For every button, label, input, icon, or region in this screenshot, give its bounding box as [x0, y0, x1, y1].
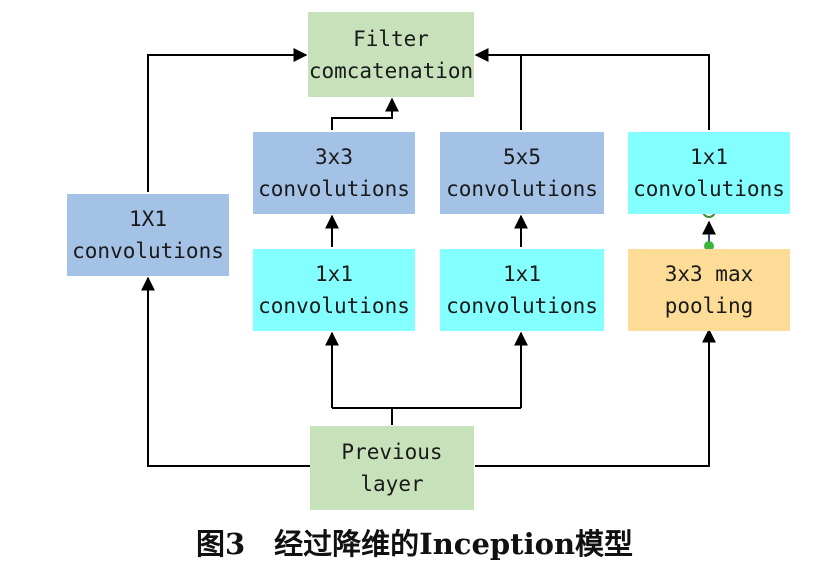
node-label-line-1: 1x1 [315, 262, 353, 286]
filter-concatenation-node: Filter comcatenation [308, 12, 474, 97]
node-label-line-1: Previous [341, 440, 443, 464]
conv3x3-node: 3x3 convolutions [253, 132, 415, 214]
node-label-line-1: 1x1 [690, 145, 728, 169]
conv1x1-after-pool-node: 1x1 convolutions [628, 132, 790, 214]
edge-previous-to-conv1x1-left [141, 276, 310, 467]
node-label-line-2: convolutions [446, 294, 598, 318]
node-label-line-2: convolutions [446, 177, 598, 201]
node-label-line-2: convolutions [258, 294, 410, 318]
reduce-5x5-node: 1x1 convolutions [440, 249, 604, 331]
figure-caption: 图3 经过降维的Inception模型 [195, 527, 634, 561]
connector-handle-bottom [704, 241, 714, 251]
edge-previous-to-maxpool [475, 328, 716, 467]
node-label-line-1: 5x5 [503, 145, 541, 169]
node-label-line-1: 1x1 [503, 262, 541, 286]
node-label-line-2: comcatenation [308, 58, 474, 83]
previous-layer-node: Previous layer [310, 426, 474, 510]
node-label-line-2: convolutions [258, 177, 410, 201]
edge-conv3x3-to-concat [331, 97, 399, 130]
node-label-line-1: 3x3 max [664, 262, 754, 286]
edge-conv1x1-pool-to-concat [474, 48, 710, 130]
conv5x5-node: 5x5 convolutions [440, 132, 604, 214]
reduce-3x3-node: 1x1 convolutions [253, 249, 415, 331]
node-label-line-1: 1X1 [129, 207, 167, 231]
conv1x1-left-node: 1X1 convolutions [67, 194, 229, 276]
node-label-line-1: Filter [353, 26, 429, 51]
node-label-line-2: layer [360, 472, 424, 496]
edge-conv1x1-left-to-concat [147, 48, 308, 192]
node-label-line-2: convolutions [72, 239, 224, 263]
node-label-line-2: convolutions [633, 177, 785, 201]
node-label-line-1: 3x3 [315, 145, 353, 169]
node-label-line-2: pooling [664, 294, 754, 318]
maxpool-node: 3x3 max pooling [628, 249, 790, 331]
